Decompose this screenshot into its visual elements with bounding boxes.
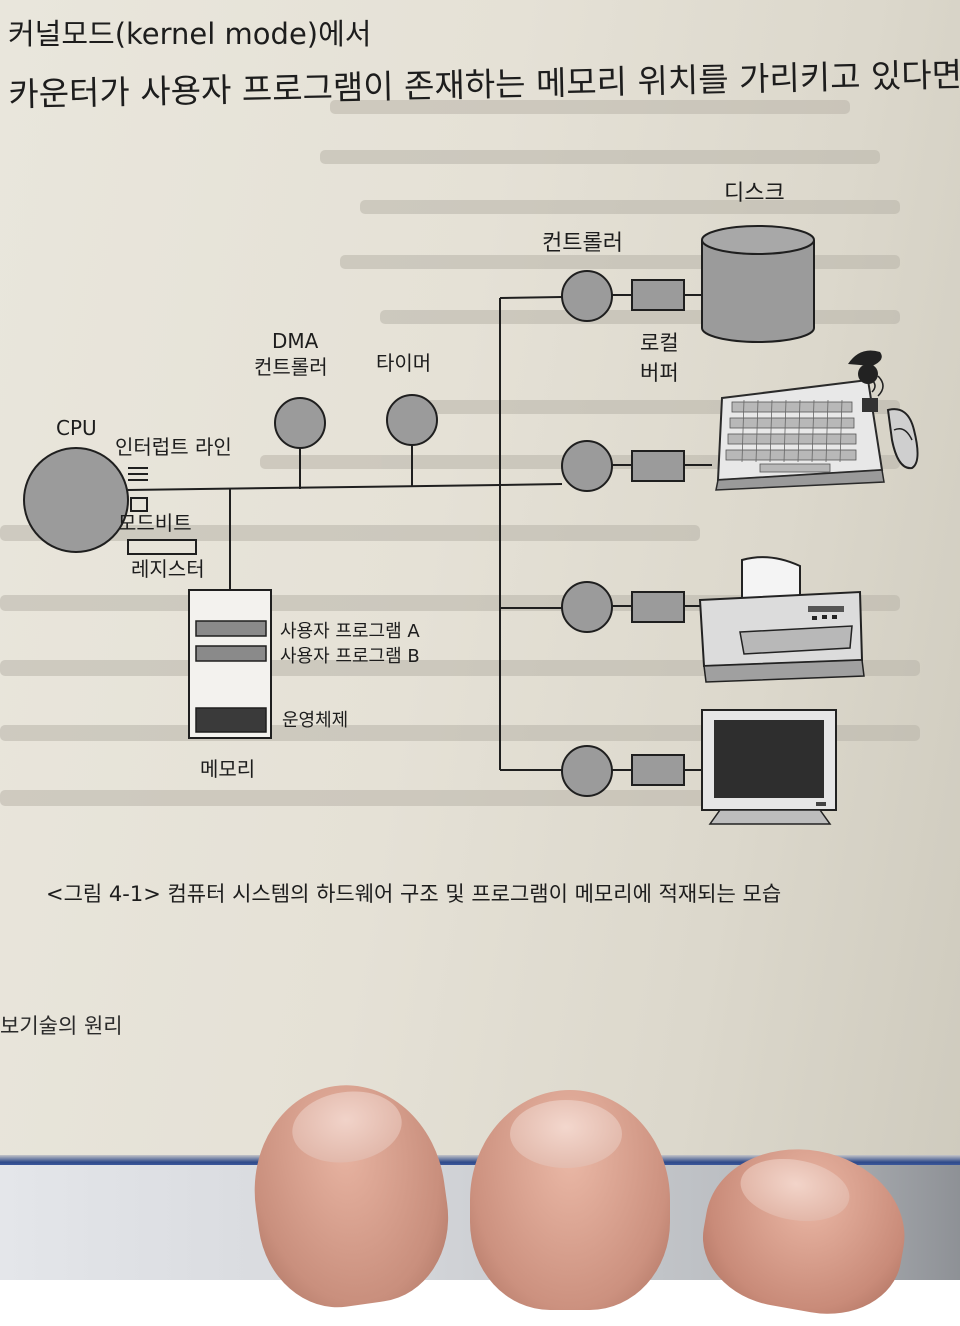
- keyboard-icon: [715, 378, 885, 491]
- mode-bit-box: [130, 497, 148, 512]
- memory-label: 메모리: [200, 757, 255, 781]
- hardware-diagram: CPU 인터럽트 라인 모드비트 레지스터 DMA 컨트롤러 타이머 사용자 프…: [23, 181, 919, 825]
- user-program-b-label: 사용자 프로그램 B: [280, 646, 420, 667]
- figure-caption: <그림 4-1> 컴퓨터 시스템의 하드웨어 구조 및 프로그램이 메모리에 적…: [46, 882, 782, 906]
- system-bus: [127, 294, 712, 771]
- dma-label-line1: DMA: [272, 329, 319, 353]
- cpu-node: [23, 447, 129, 553]
- local-buffer-label-line2: 버퍼: [640, 361, 679, 385]
- operating-system-label: 운영체제: [282, 710, 348, 731]
- mouse-icon: [848, 350, 919, 470]
- printer-controller-node: [561, 581, 613, 633]
- body-text-line-1: 커널모드(kernel mode)에서: [8, 17, 372, 51]
- register-box: [127, 539, 197, 555]
- monitor-controller-node: [561, 745, 613, 797]
- dma-controller-node: [274, 397, 326, 449]
- monitor-icon: [701, 709, 837, 825]
- printer-icon: [698, 556, 865, 683]
- local-buffer-label-line1: 로컬: [640, 331, 679, 355]
- local-buffer-printer: [631, 591, 685, 623]
- local-buffer-input: [631, 450, 685, 482]
- cpu-label: CPU: [56, 416, 97, 440]
- controller-label: 컨트롤러: [542, 231, 623, 256]
- page-footer: 보기술의 원리: [0, 1014, 123, 1038]
- register-label: 레지스터: [131, 557, 205, 581]
- interrupt-line-marks: [128, 467, 148, 481]
- user-program-a-segment: [195, 620, 267, 637]
- disk-icon: [701, 225, 815, 343]
- local-buffer-monitor: [631, 754, 685, 786]
- dma-label-line2: 컨트롤러: [254, 355, 328, 379]
- input-controller-node: [561, 440, 613, 492]
- disk-controller-node: [561, 270, 613, 322]
- interrupt-line-label: 인터럽트 라인: [115, 435, 232, 459]
- local-buffer-disk: [631, 279, 685, 311]
- mode-bit-label: 모드비트: [118, 511, 192, 535]
- user-program-a-label: 사용자 프로그램 A: [280, 621, 420, 642]
- timer-node: [386, 394, 438, 446]
- user-program-b-segment: [195, 645, 267, 662]
- timer-label: 타이머: [376, 351, 431, 375]
- operating-system-segment: [195, 707, 267, 733]
- disk-label: 디스크: [724, 181, 785, 206]
